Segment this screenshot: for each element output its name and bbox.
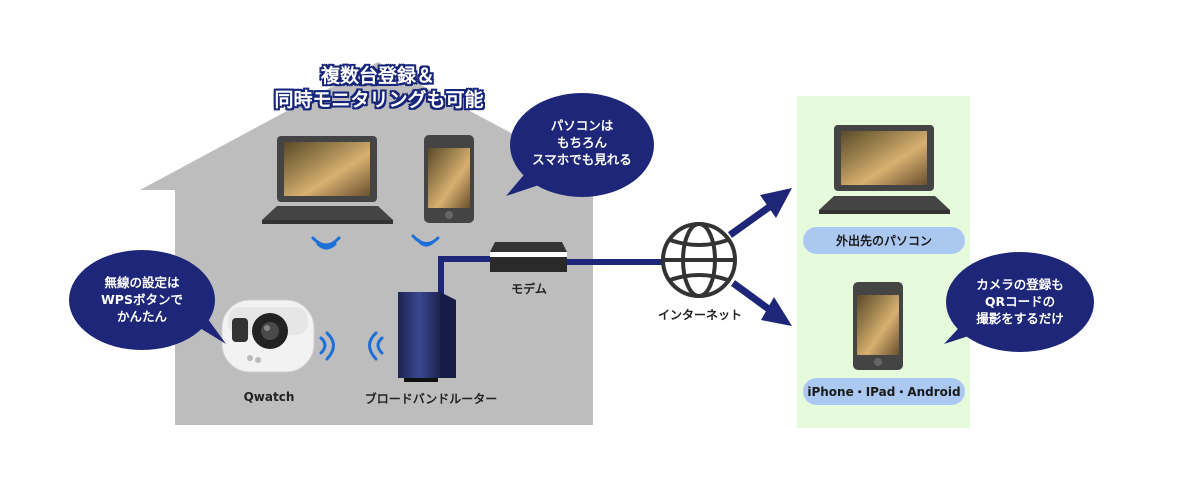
wifi-icon [411, 234, 440, 247]
wifi-icon [368, 331, 384, 361]
globe-icon [661, 222, 737, 298]
router-label: ブロードバンドルーター [364, 392, 498, 406]
bubble-line: カメラの登録も [976, 277, 1064, 292]
bubble-wps [69, 250, 226, 350]
bubble-line: もちろん [556, 135, 607, 150]
qwatch-label: Qwatch [243, 390, 295, 404]
bubble-line: パソコンは [550, 118, 614, 133]
title-line-2: 同時モニタリングも可能 [274, 89, 484, 111]
arrow-icon [730, 280, 792, 326]
bubble-line: QRコードの [984, 294, 1056, 309]
bubble-qr-text: カメラの登録も QRコードの 撮影をするだけ [958, 276, 1082, 327]
bubble-pc-smartphone [506, 93, 654, 197]
title-line-1: 複数台登録＆ [320, 65, 435, 87]
internet-label: インターネット [657, 308, 742, 322]
bubble-line: 撮影をするだけ [976, 311, 1064, 326]
modem-icon [490, 242, 567, 272]
tablet-icon [853, 282, 903, 370]
bubble-line: スマホでも見れる [532, 152, 632, 167]
laptop-icon [819, 125, 950, 214]
modem-label: モデム [511, 282, 547, 296]
bubble-line: WPSボタンで [101, 292, 183, 307]
router-icon [398, 292, 456, 382]
bubble-wps-text: 無線の設定は WPSボタンで かんたん [80, 274, 204, 325]
outside-pc-label: 外出先のパソコン [803, 227, 965, 254]
bubble-qr [944, 252, 1094, 352]
tablet-icon [424, 135, 474, 223]
wifi-icon [319, 331, 335, 361]
bubble-pc-smartphone-text: パソコンは もちろん スマホでも見れる [520, 117, 644, 168]
wifi-icon [311, 236, 341, 250]
outside-devices-label: iPhone・IPad・Android [803, 378, 965, 405]
cable-router-modem [438, 256, 662, 298]
laptop-icon [262, 136, 393, 224]
arrow-icon [727, 188, 792, 238]
camera-icon [221, 299, 315, 373]
bubble-line: かんたん [116, 309, 167, 324]
bubble-line: 無線の設定は [104, 275, 180, 290]
